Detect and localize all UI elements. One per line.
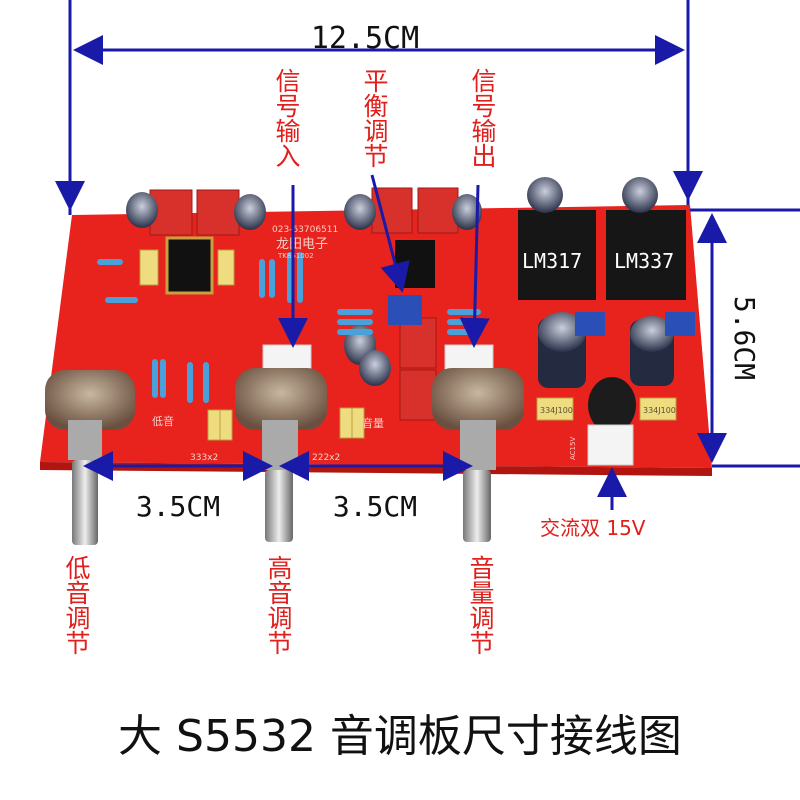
silk-cap-c: 334J100	[540, 406, 573, 415]
silk-volume: 音量	[362, 416, 384, 430]
callout-volume-adjust: 音量调节	[466, 555, 495, 655]
width-dimension-label: 12.5CM	[311, 21, 419, 56]
silk-bass: 低音	[152, 414, 174, 428]
silk-cap-a: 333x2	[190, 453, 218, 463]
callout-treble-adjust: 高音调节	[264, 555, 293, 655]
potentiometer-volume[interactable]	[432, 368, 524, 542]
callout-bass-adjust: 低音调节	[62, 555, 91, 655]
heatsinks	[518, 177, 686, 300]
silk-maker: 龙田电子	[276, 237, 328, 252]
silk-model: TK861002	[277, 252, 314, 260]
page-title: 大 S5532 音调板尺寸接线图	[118, 711, 682, 762]
callout-signal-output: 信号输出	[468, 68, 497, 168]
dimension-lines	[55, 0, 800, 510]
film-capacitors	[149, 187, 459, 421]
silk-connector: AC15V	[569, 437, 577, 460]
connectors	[262, 344, 634, 466]
silk-cap-d: 334J100	[643, 406, 676, 415]
callout-signal-input: 信号输入	[272, 68, 301, 168]
electrolytic-capacitors	[126, 192, 674, 433]
callout-balance-adjust: 平衡调节	[360, 68, 389, 168]
spacing-right-label: 3.5CM	[333, 490, 417, 523]
silk-cap-b: 222x2	[312, 453, 340, 463]
silk-phone: 023-63706511	[272, 225, 338, 235]
height-dimension-label: 5.6CM	[728, 296, 761, 380]
regulator-label-1: LM317	[522, 249, 582, 273]
spacing-left-label: 3.5CM	[136, 490, 220, 523]
regulator-label-2: LM337	[614, 249, 674, 273]
callout-ac-input: 交流双 15V	[540, 516, 646, 540]
